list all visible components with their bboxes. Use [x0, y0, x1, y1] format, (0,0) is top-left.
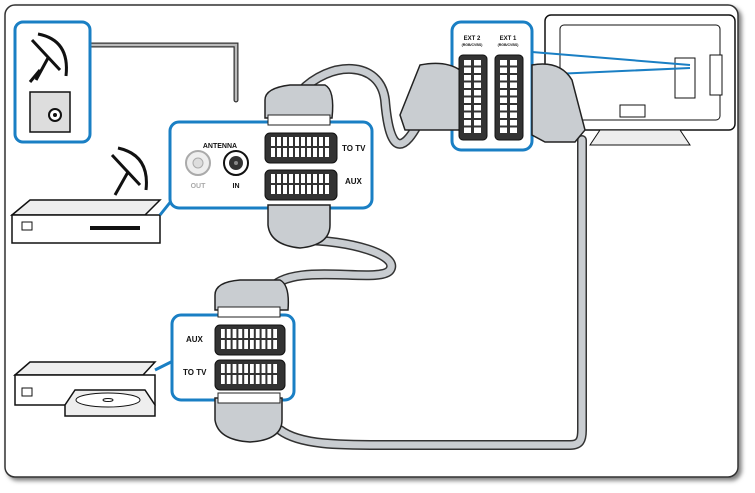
antenna-in-jack[interactable]: [224, 151, 248, 175]
scart-plug-receiver-bottom[interactable]: [268, 205, 330, 248]
antenna-out-jack[interactable]: [186, 151, 210, 175]
receiver-to-tv-scart-socket[interactable]: [265, 133, 337, 163]
receiver-aux-scart-socket[interactable]: [265, 170, 337, 200]
dvd-to-tv-label: TO TV: [183, 368, 207, 377]
tv-ext1-scart-socket[interactable]: [495, 55, 523, 140]
in-label: IN: [233, 183, 240, 190]
dvd-aux-scart-socket[interactable]: [215, 325, 285, 355]
ext1-sub-label: (RGB/CVBS): [498, 43, 519, 47]
to-tv-label: TO TV: [342, 144, 366, 153]
ext2-label: EXT 2: [464, 36, 481, 42]
scart-plug-dvd-top[interactable]: [215, 280, 288, 310]
scart-plug-receiver-top[interactable]: [265, 85, 333, 118]
antenna-source-box: [15, 22, 90, 142]
ext1-label: EXT 1: [500, 36, 517, 42]
tv-ext2-scart-socket[interactable]: [459, 55, 487, 140]
dvd-to-tv-scart-socket[interactable]: [215, 360, 285, 390]
aux-label: AUX: [345, 177, 363, 186]
out-label: OUT: [191, 183, 207, 190]
ext2-sub-label: (RGB/CVBS): [462, 43, 483, 47]
scart-plug-dvd-bottom[interactable]: [215, 398, 282, 442]
dvd-aux-label: AUX: [186, 335, 204, 344]
antenna-label: ANTENNA: [203, 143, 237, 150]
antenna-wall-socket-icon: [30, 92, 70, 132]
